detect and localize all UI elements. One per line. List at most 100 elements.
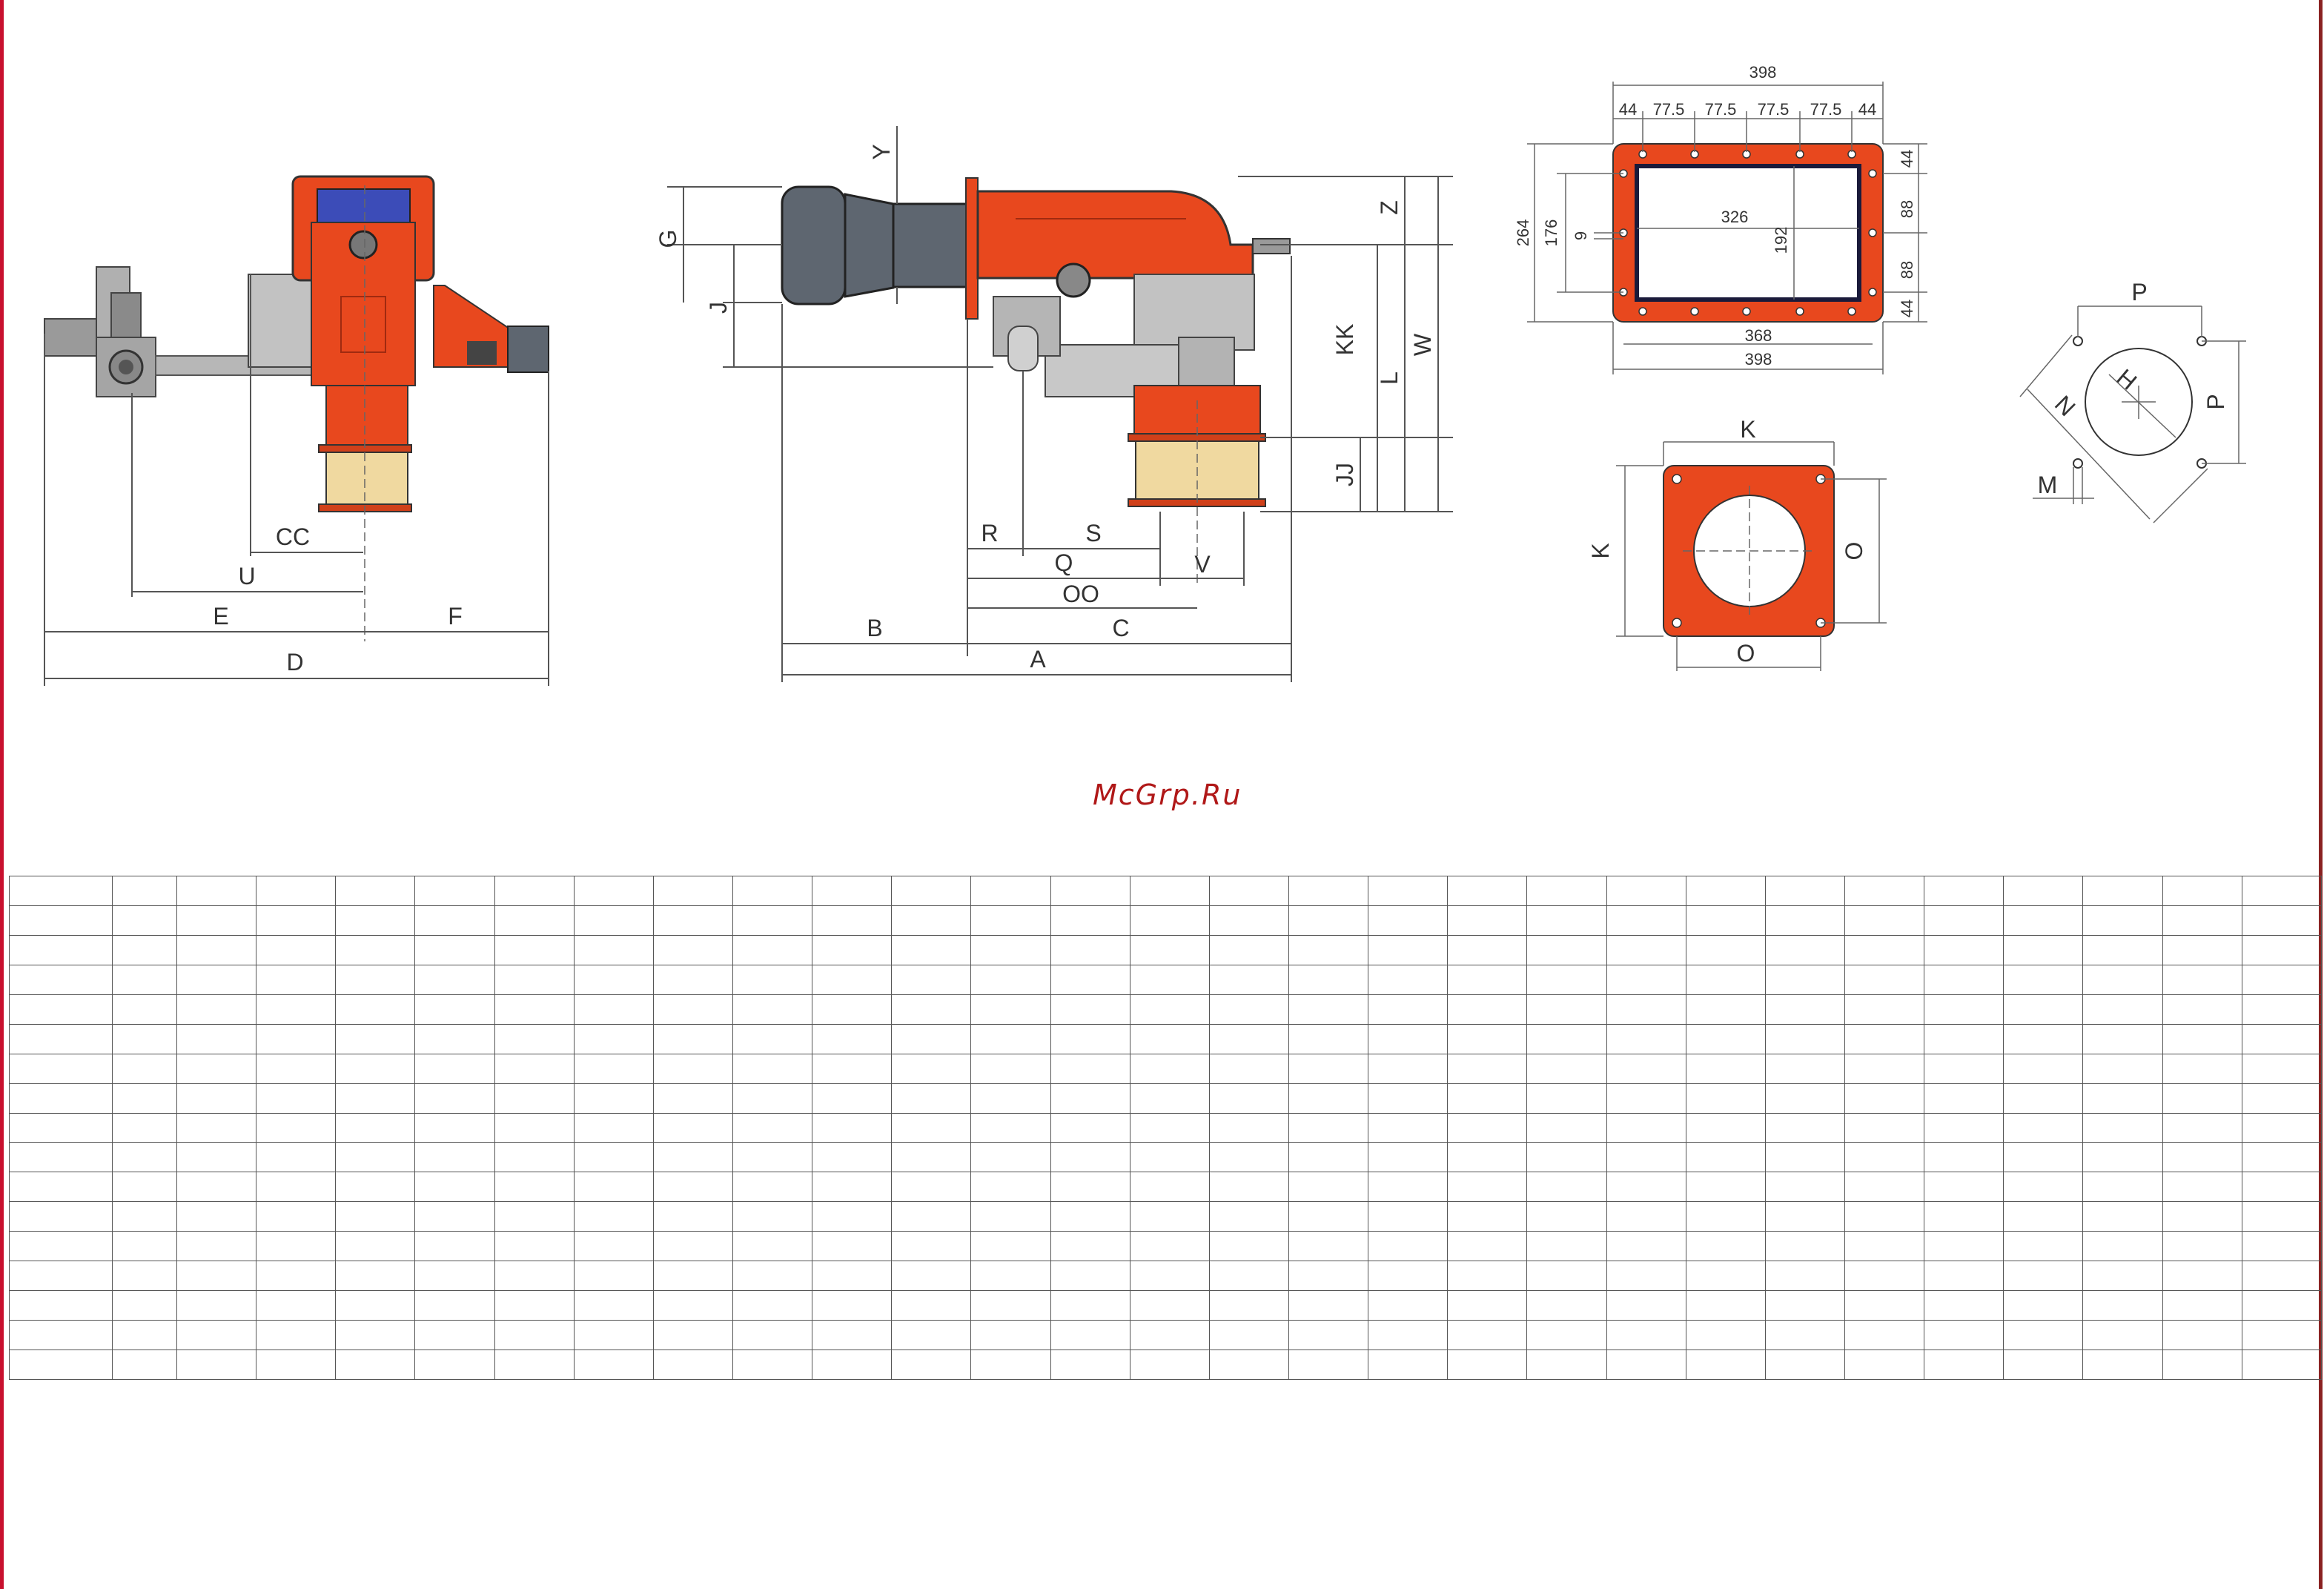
table-cell bbox=[494, 1261, 575, 1292]
table-cell bbox=[176, 1320, 257, 1350]
table-cell bbox=[2162, 994, 2242, 1025]
table-cell bbox=[2162, 876, 2242, 906]
table-cell bbox=[732, 1053, 813, 1084]
dim-label-jj: JJ bbox=[1331, 463, 1358, 486]
table-cell bbox=[2003, 934, 2084, 965]
table-cell bbox=[1606, 964, 1686, 995]
table-cell bbox=[573, 1290, 654, 1321]
table-cell bbox=[1129, 1320, 1210, 1350]
table-cell bbox=[1924, 1231, 2004, 1262]
table-cell bbox=[1368, 1083, 1449, 1114]
dim-label-w: W bbox=[1409, 333, 1436, 356]
table-row bbox=[9, 1290, 2322, 1321]
table-cell bbox=[573, 1142, 654, 1173]
table-cell bbox=[573, 1231, 654, 1262]
table-cell bbox=[2241, 905, 2322, 936]
table-cell bbox=[256, 1261, 337, 1292]
table-cell bbox=[1924, 1172, 2004, 1203]
table-cell bbox=[1129, 1201, 1210, 1232]
table-cell bbox=[1368, 1261, 1449, 1292]
table-cell bbox=[891, 1201, 972, 1232]
table-cell bbox=[1606, 934, 1686, 965]
table-cell bbox=[1685, 1142, 1766, 1173]
table-cell bbox=[9, 1320, 113, 1350]
table-cell bbox=[2082, 1320, 2163, 1350]
table-cell bbox=[2082, 876, 2163, 906]
table-cell bbox=[1526, 1350, 1607, 1380]
page-border-left bbox=[0, 0, 4, 1589]
dim-88-1: 88 bbox=[1898, 200, 1916, 218]
table-cell bbox=[1447, 1231, 1528, 1262]
table-cell bbox=[2003, 1083, 2084, 1114]
table-cell bbox=[1288, 964, 1369, 995]
table-row bbox=[9, 1083, 2322, 1114]
table-cell bbox=[812, 1231, 893, 1262]
table-cell bbox=[1764, 1083, 1845, 1114]
table-cell bbox=[335, 1172, 416, 1203]
table-cell bbox=[652, 1261, 733, 1292]
table-cell bbox=[1924, 1023, 2004, 1054]
table-cell bbox=[9, 1350, 113, 1380]
table-cell bbox=[1050, 1172, 1130, 1203]
table-cell bbox=[1288, 994, 1369, 1025]
table-cell bbox=[2241, 1201, 2322, 1232]
dim-label-p-side: P bbox=[2202, 394, 2229, 409]
table-cell bbox=[494, 964, 575, 995]
table-cell bbox=[1606, 1201, 1686, 1232]
table-cell bbox=[2162, 1290, 2242, 1321]
table-cell bbox=[1208, 1083, 1289, 1114]
table-cell bbox=[2241, 876, 2322, 906]
table-cell bbox=[176, 1290, 257, 1321]
table-cell bbox=[414, 1350, 495, 1380]
table-cell bbox=[1447, 964, 1528, 995]
table-cell bbox=[652, 1142, 733, 1173]
table-cell bbox=[335, 1142, 416, 1173]
pressure-gauge bbox=[1056, 262, 1091, 298]
dim-label-j: J bbox=[705, 302, 732, 314]
table-cell bbox=[2003, 964, 2084, 995]
table-cell bbox=[9, 876, 113, 906]
table-cell bbox=[1447, 1261, 1528, 1292]
table-cell bbox=[112, 1231, 177, 1262]
table-cell bbox=[335, 1350, 416, 1380]
table-cell bbox=[1447, 1350, 1528, 1380]
table-row bbox=[9, 1142, 2322, 1173]
table-cell bbox=[1368, 1142, 1449, 1173]
table-cell bbox=[1844, 1350, 1925, 1380]
table-cell bbox=[2162, 1112, 2242, 1143]
table-cell bbox=[1050, 1201, 1130, 1232]
table-cell bbox=[2162, 1023, 2242, 1054]
table-cell bbox=[970, 1201, 1051, 1232]
table-cell bbox=[176, 1231, 257, 1262]
table-cell bbox=[256, 1053, 337, 1084]
table-cell bbox=[1288, 1320, 1369, 1350]
table-cell bbox=[1447, 1083, 1528, 1114]
table-cell bbox=[256, 934, 337, 965]
table-cell bbox=[112, 1112, 177, 1143]
table-cell bbox=[1844, 1261, 1925, 1292]
table-cell bbox=[1764, 1231, 1845, 1262]
table-cell bbox=[891, 1320, 972, 1350]
table-cell bbox=[2003, 1261, 2084, 1292]
table-cell bbox=[335, 876, 416, 906]
table-cell bbox=[335, 1290, 416, 1321]
table-cell bbox=[494, 876, 575, 906]
table-row bbox=[9, 905, 2322, 936]
table-cell bbox=[970, 1142, 1051, 1173]
dim-label-u: U bbox=[238, 563, 255, 589]
table-cell bbox=[652, 964, 733, 995]
table-cell bbox=[1208, 1053, 1289, 1084]
table-cell bbox=[573, 1320, 654, 1350]
dim-326: 326 bbox=[1721, 208, 1749, 226]
dim-9: 9 bbox=[1572, 231, 1590, 240]
dim-77-4: 77.5 bbox=[1810, 100, 1842, 119]
table-cell bbox=[1526, 1112, 1607, 1143]
table-cell bbox=[1526, 1172, 1607, 1203]
table-cell bbox=[573, 1083, 654, 1114]
table-row bbox=[9, 1320, 2322, 1350]
table-cell bbox=[1844, 1172, 1925, 1203]
table-cell bbox=[1208, 964, 1289, 995]
table-cell bbox=[414, 964, 495, 995]
table-cell bbox=[812, 1023, 893, 1054]
table-cell bbox=[112, 1201, 177, 1232]
